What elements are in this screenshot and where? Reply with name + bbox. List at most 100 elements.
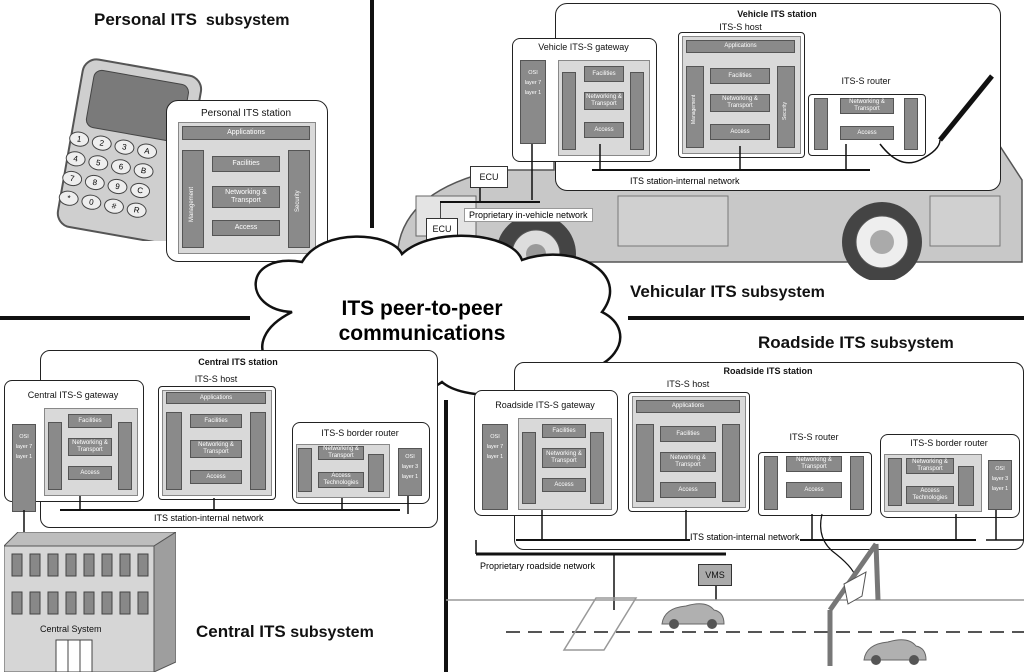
roadside-router-title: ITS-S router (789, 432, 839, 442)
central-osi-layer7: layer 7 (15, 443, 33, 450)
central-gw-access: Access (68, 466, 112, 480)
vehicle-gw-facilities: Facilities (584, 66, 624, 82)
ecu-label-1: ECU (479, 172, 499, 182)
vehicle-router-management (814, 98, 828, 150)
central-br-security (368, 454, 384, 492)
roadside-border-router-title: ITS-S border router (910, 438, 988, 448)
central-br-access-label: Access (331, 473, 351, 480)
vehicle-gw-access: Access (584, 122, 624, 138)
ecu-label-2: ECU (432, 224, 452, 234)
vehicle-router-security (904, 98, 918, 150)
personal-management-label: Management (189, 186, 195, 222)
roadside-gw-security (590, 432, 604, 504)
central-br-transport-label: Transport (328, 453, 354, 459)
roadside-br-osi-label: OSI (995, 466, 1005, 472)
personal-subsystem-title: Personal ITS subsystem (94, 10, 290, 29)
roadside-router-networking-label: Networking & (796, 457, 832, 464)
phone-key: R (125, 201, 148, 220)
central-gw-networking-label: Networking & (72, 440, 108, 447)
roadside-osi-layer7: layer 7 (486, 443, 504, 450)
central-subsystem-title: Central ITS subsystem (196, 622, 374, 641)
personal-networking-label: Networking & (225, 189, 267, 197)
roadside-host-applications: Applications (636, 400, 740, 413)
vehicle-router-transport-label: Transport (854, 106, 880, 112)
central-br-osi-layer1: layer 1 (401, 473, 419, 480)
vehicle-router-title: ITS-S router (841, 76, 891, 86)
vehicle-router-networking-label: Networking & (849, 99, 885, 106)
phone-key: # (102, 197, 126, 216)
phone-key: 9 (106, 177, 129, 196)
roadside-network-and-road (446, 510, 1024, 666)
roadside-host-networking: Networking & Transport (660, 452, 716, 472)
roadside-network-label: Proprietary roadside network (480, 561, 596, 571)
central-osi-layer1: layer 1 (15, 453, 33, 460)
ecu-box-1: ECU (470, 166, 508, 188)
roadside-br-osi: OSI layer 3 layer 1 (988, 460, 1012, 510)
phone-key: 7 (61, 169, 84, 188)
central-gateway-osi: OSI layer 7 layer 1 (12, 424, 36, 512)
vehicle-host-networking: Networking & Transport (710, 94, 770, 112)
vehicle-gw-networking-label: Networking & (586, 94, 622, 101)
vehicle-gateway-title: Vehicle ITS-S gateway (538, 42, 629, 52)
central-station-title: Central ITS station (198, 357, 278, 367)
central-br-osi-label: OSI (405, 454, 415, 460)
phone-key: C (128, 181, 152, 200)
in-vehicle-network-label: Proprietary in-vehicle network (464, 208, 593, 222)
vehicle-host-facilities: Facilities (710, 68, 770, 84)
vehicle-osi-layer7: layer 7 (524, 79, 542, 86)
phone-key: A (135, 141, 159, 161)
phone-key: 1 (67, 130, 91, 149)
central-br-osi: OSI layer 3 layer 1 (398, 448, 422, 496)
vehicle-gateway-osi: OSI layer 7 layer 1 (520, 60, 546, 144)
vms-label: VMS (705, 570, 725, 580)
central-br-osi-layer3: layer 3 (401, 463, 419, 470)
phone-key: 3 (113, 137, 136, 157)
phone-key: * (57, 189, 80, 208)
vehicle-router-access: Access (840, 126, 894, 140)
cloud-line-2: communications (338, 322, 506, 345)
vehicle-gw-security (630, 72, 644, 150)
vehicle-router-networking: Networking & Transport (840, 98, 894, 114)
vehicle-host-transport-label: Transport (727, 103, 753, 109)
roadside-br-networking: Networking & Transport (906, 458, 954, 474)
central-gw-networking: Networking & Transport (68, 438, 112, 456)
central-gateway-title: Central ITS-S gateway (27, 390, 119, 400)
roadside-gw-facilities: Facilities (542, 424, 586, 438)
central-border-router-title: ITS-S border router (321, 428, 399, 438)
vehicle-host-security (777, 66, 795, 148)
central-host-networking-label: Networking & (198, 442, 234, 449)
roadside-router-transport-label: Transport (801, 464, 827, 470)
roadside-host-facilities: Facilities (660, 426, 716, 442)
central-host-access: Access (190, 470, 242, 484)
phone-key: 4 (64, 149, 87, 168)
roadside-router-networking: Networking & Transport (786, 456, 842, 472)
roadside-router-security (850, 456, 864, 510)
central-host-security (250, 412, 266, 490)
vehicle-osi-label: OSI (528, 70, 538, 76)
phone-key: 2 (90, 133, 113, 153)
central-br-networking: Networking & Transport (318, 446, 364, 460)
vehicle-network-lines (440, 74, 994, 220)
central-br-access-tech: Access Technologies (318, 472, 364, 488)
roadside-host-networking-label: Networking & (670, 455, 706, 462)
roadside-br-osi-layer3: layer 3 (991, 475, 1009, 482)
vehicle-host-networking-label: Networking & (722, 96, 758, 103)
roadside-subsystem-title: Roadside ITS subsystem (758, 333, 954, 352)
phone-key: 0 (80, 193, 103, 212)
phone-key: 5 (87, 153, 110, 172)
central-internal-network-label: ITS station-internal network (154, 513, 264, 523)
central-system-label: Central System (40, 624, 102, 634)
vehicle-host-management (686, 66, 704, 148)
personal-management-layer (182, 150, 204, 248)
roadside-gw-networking: Networking & Transport (542, 448, 586, 468)
roadside-router-management (764, 456, 778, 510)
roadside-osi-layer1: layer 1 (486, 453, 504, 460)
vehicle-station-title: Vehicle ITS station (737, 9, 817, 19)
personal-access-layer: Access (212, 220, 280, 236)
personal-facilities-layer: Facilities (212, 156, 280, 172)
roadside-host-management (636, 424, 654, 502)
roadside-br-access-tech: Access Technologies (906, 486, 954, 504)
vehicle-host-access: Access (710, 124, 770, 140)
vms-sign: VMS (698, 564, 732, 586)
